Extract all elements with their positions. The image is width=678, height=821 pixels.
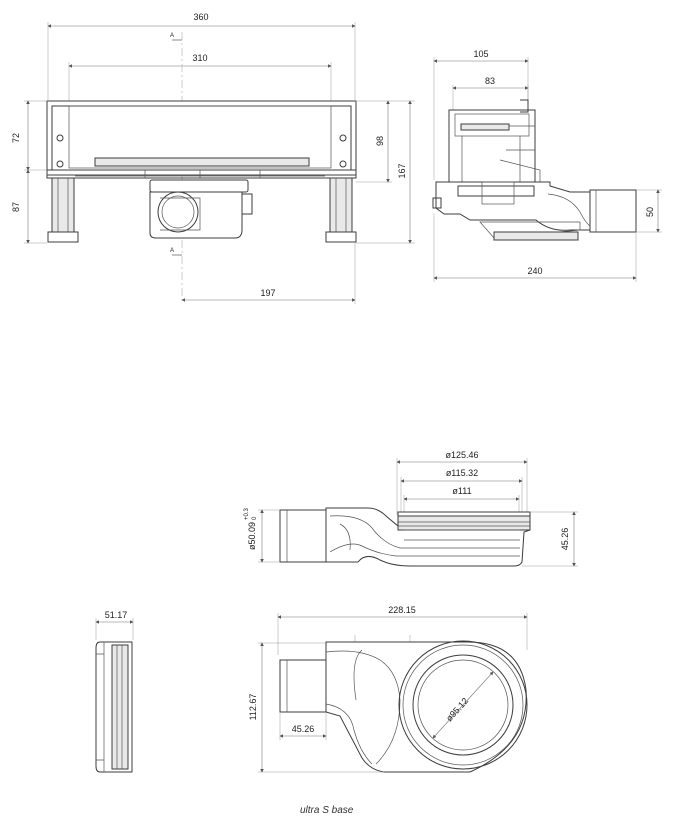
dim-d111: ø111 (452, 486, 471, 496)
dim-45-26-height: 45.26 (560, 528, 570, 551)
dim-72: 72 (11, 133, 21, 143)
dim-240: 240 (527, 266, 542, 276)
dim-167: 167 (397, 163, 407, 178)
dim-51-17: 51.17 (105, 610, 128, 620)
dim-360: 360 (193, 12, 208, 22)
dim-d125: ø125.46 (445, 450, 478, 460)
dim-outlet-tol-upper: +0.3 (244, 507, 250, 520)
base-plan-view: 228.15 ø95.12 112.67 45.26 (248, 605, 528, 773)
drawing-caption: ultra S base (300, 805, 354, 816)
dim-50: 50 (645, 207, 655, 217)
dim-87: 87 (11, 202, 21, 212)
dim-228-15: 228.15 (388, 605, 416, 615)
section-mark-bottom: A (170, 248, 174, 254)
dim-197: 197 (260, 288, 275, 298)
side-view: 105 83 50 240 (432, 49, 662, 282)
front-view: 360 310 A A (11, 12, 415, 304)
dim-83: 83 (485, 76, 495, 86)
dim-112-67: 112.67 (248, 694, 258, 721)
dim-outlet-tol-lower: 0 (252, 516, 258, 520)
dim-310: 310 (192, 53, 207, 63)
dim-outlet-diameter: ø50.09 (247, 522, 257, 550)
base-end-view: 51.17 (95, 610, 134, 773)
dim-105: 105 (473, 49, 488, 59)
section-mark-top: A (170, 33, 174, 39)
dim-d115: ø115.32 (446, 468, 478, 478)
base-side-view: ø125.46 ø115.32 ø111 ø50.09 +0.3 0 4 (244, 450, 578, 567)
dim-98: 98 (375, 136, 385, 146)
dim-45-26-outlet: 45.26 (292, 724, 315, 734)
